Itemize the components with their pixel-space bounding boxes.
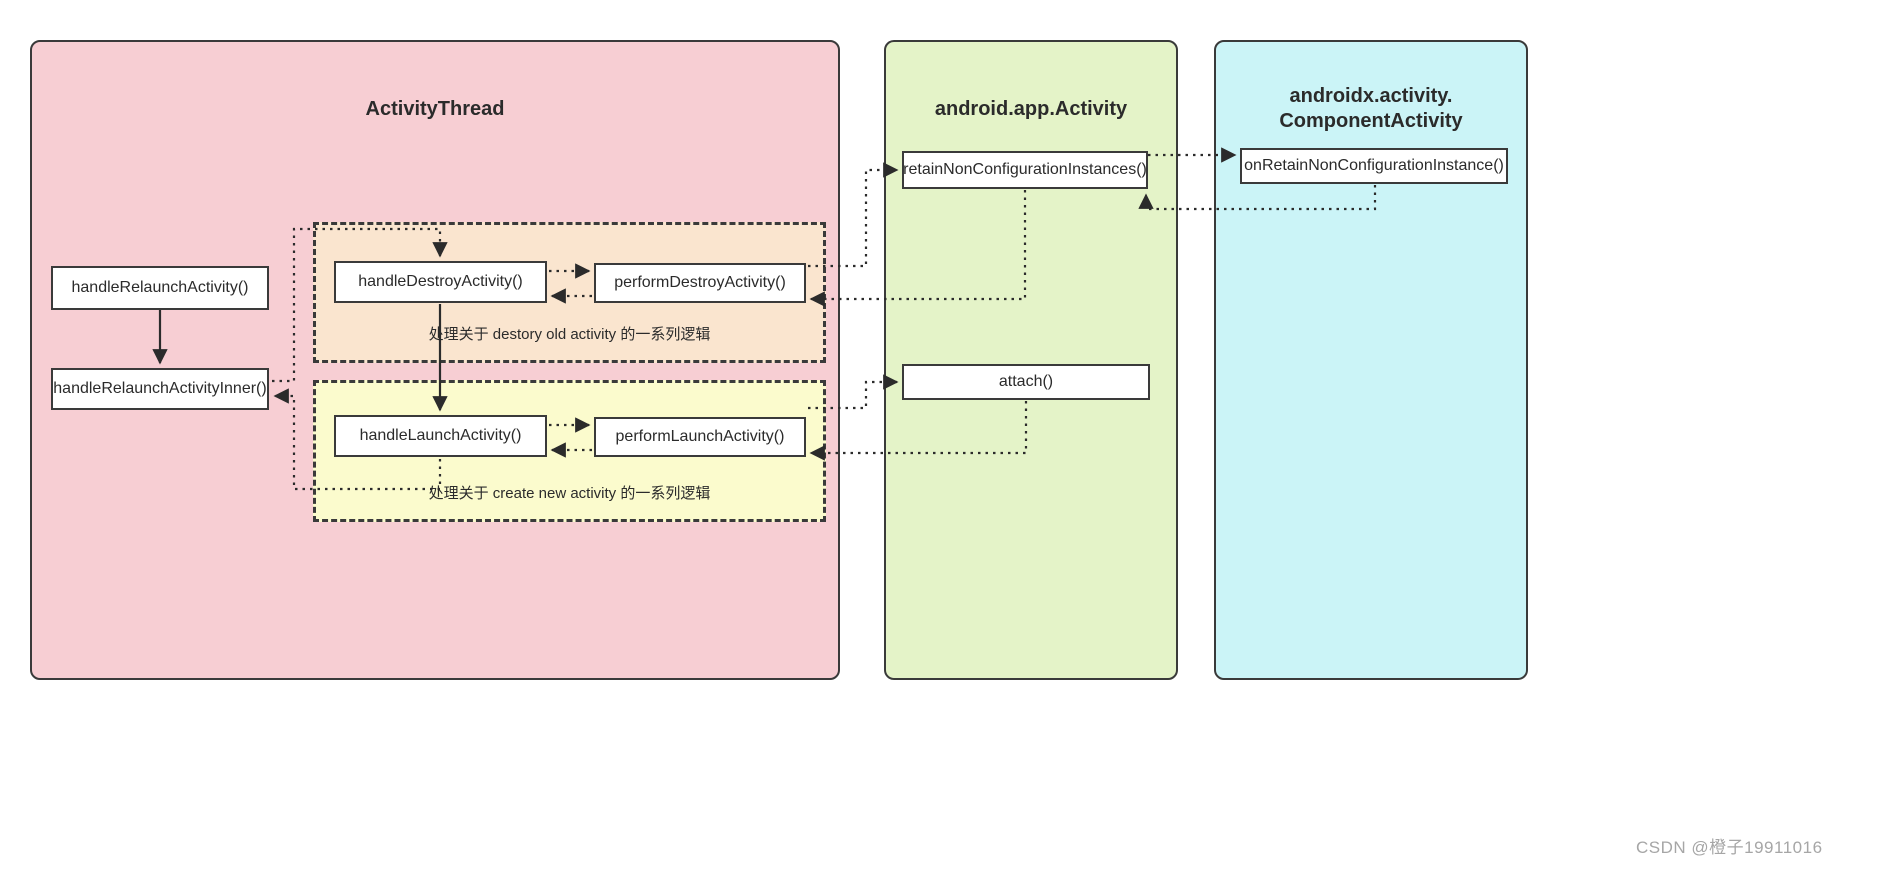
edge-onRetain-to-retain-return (1138, 185, 1377, 211)
node-label: handleRelaunchActivityInner() (53, 380, 267, 397)
lane-title-androidx-component-activity: androidx.activity. ComponentActivity (1279, 85, 1463, 132)
group-label-destroy-old-activity: 处理关于 destory old activity 的一系列逻辑 (428, 326, 711, 343)
node-perform-launch-activity[interactable]: performLaunchActivity() (594, 417, 806, 457)
node-label: handleDestroyActivity() (358, 273, 523, 290)
node-label: retainNonConfigurationInstances() (903, 161, 1147, 178)
node-label: handleRelaunchActivity() (71, 279, 249, 296)
node-handle-relaunch-activity[interactable]: handleRelaunchActivity() (51, 266, 269, 310)
edge-inner-to-handleDestroy (272, 227, 448, 383)
lane-title-activity-thread: ActivityThread (365, 98, 505, 120)
lane-title-android-app-activity: android.app.Activity (934, 98, 1128, 120)
group-label-create-new-activity: 处理关于 create new activity 的一系列逻辑 (428, 485, 711, 502)
lane-android-app-activity: android.app.Activity (884, 40, 1178, 680)
watermark-text: CSDN @橙子19911016 (1636, 838, 1823, 857)
edge-attach-to-performLaunch-return (809, 401, 1028, 461)
node-label: handleLaunchActivity() (359, 427, 522, 444)
node-on-retain-non-configuration-instance[interactable]: onRetainNonConfigurationInstance() (1240, 148, 1508, 184)
node-handle-destroy-activity[interactable]: handleDestroyActivity() (334, 261, 547, 303)
node-label: onRetainNonConfigurationInstance() (1244, 157, 1504, 174)
node-attach[interactable]: attach() (902, 364, 1150, 400)
node-handle-launch-activity[interactable]: handleLaunchActivity() (334, 415, 547, 457)
edge-performLaunch-to-attach (808, 374, 899, 410)
lane-androidx-component-activity: androidx.activity. ComponentActivity (1214, 40, 1528, 680)
edge-performDestroy-to-retain (808, 162, 899, 268)
node-label: performDestroyActivity() (614, 274, 786, 291)
node-label: performLaunchActivity() (615, 428, 785, 445)
node-handle-relaunch-activity-inner[interactable]: handleRelaunchActivityInner() (51, 368, 269, 410)
edge-retain-to-performDestroy-return (809, 190, 1027, 307)
node-retain-non-configuration-instances[interactable]: retainNonConfigurationInstances() (902, 151, 1148, 189)
node-perform-destroy-activity[interactable]: performDestroyActivity() (594, 263, 806, 303)
node-label: attach() (998, 373, 1054, 390)
